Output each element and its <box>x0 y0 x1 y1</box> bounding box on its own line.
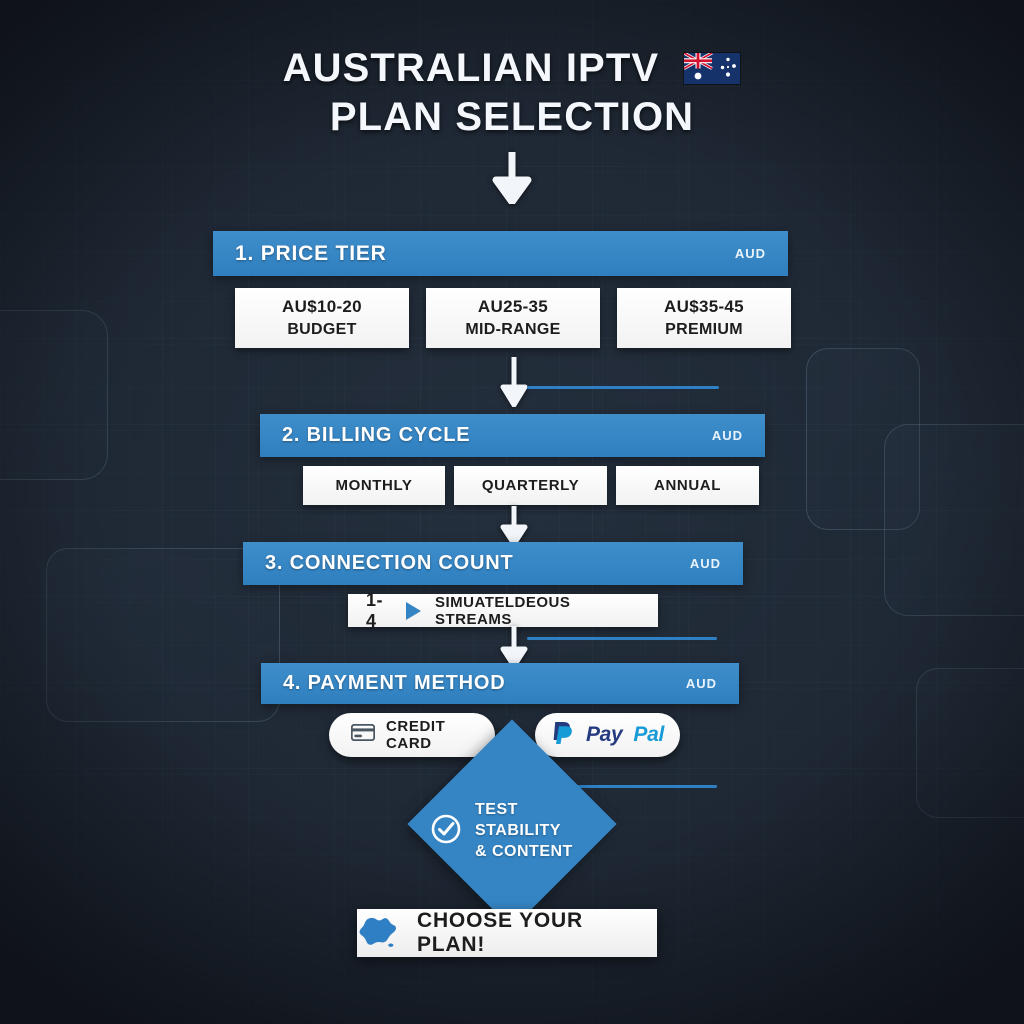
flow-arrow-step1-step2 <box>500 357 528 407</box>
option-label-budget: BUDGET <box>287 320 357 338</box>
flow-arrow-step2-step3 <box>500 506 528 546</box>
step-title-1: 1. PRICE TIER <box>235 241 387 265</box>
accent-line-2 <box>527 637 717 640</box>
australia-map-icon <box>357 914 399 953</box>
credit-card-icon <box>350 723 376 746</box>
option-card-annual[interactable]: ANNUAL <box>616 466 759 505</box>
paypal-icon <box>551 720 575 751</box>
streams-label: SIMUATELDEOUS STREAMS <box>435 593 571 628</box>
option-price-mid-range: AU25-35 <box>477 296 549 316</box>
title-line-1: AUSTRALIAN IPTV <box>0 44 1024 93</box>
flow-arrow-title <box>492 152 532 204</box>
streams-count: 1-4 <box>366 589 384 631</box>
step-currency-3: AUD <box>689 556 721 571</box>
option-label-annual: ANNUAL <box>654 477 721 494</box>
payment-label-credit-card: CREDIT CARD <box>386 718 446 752</box>
option-price-premium: AU$35-45 <box>664 296 744 316</box>
choose-plan-label: CHOOSE YOUR PLAN! <box>417 909 583 956</box>
step-title-2: 2. BILLING CYCLE <box>282 424 471 446</box>
flow-arrow-step3-step4 <box>500 626 528 668</box>
accent-line-1 <box>527 386 719 389</box>
option-card-premium[interactable]: AU$35-45 PREMIUM <box>617 288 791 348</box>
step-header-price-tier[interactable]: 1. PRICE TIER AUD <box>213 231 788 276</box>
option-card-monthly[interactable]: MONTHLY <box>303 466 445 505</box>
option-price-budget: AU$10-20 <box>282 296 362 316</box>
payment-option-credit-card[interactable]: CREDIT CARD <box>329 713 495 757</box>
title-text-1: AUSTRALIAN IPTV <box>282 46 660 90</box>
option-row-price-tier: AU$10-20 BUDGET AU25-35 MID-RANGE AU$35-… <box>235 288 791 348</box>
step-title-3: 3. CONNECTION COUNT <box>265 552 514 574</box>
step-header-payment-method[interactable]: 4. PAYMENT METHOD AUD <box>261 663 739 704</box>
paypal-brand-part1: Pay <box>585 723 623 746</box>
option-row-billing-cycle: MONTHLY QUARTERLY ANNUAL <box>303 466 759 505</box>
play-triangle-icon <box>406 601 421 620</box>
step-currency-4: AUD <box>685 676 717 691</box>
payment-option-paypal[interactable]: Pay Pal <box>535 713 680 757</box>
paypal-brand-part2: Pal <box>633 723 665 746</box>
accent-line-3 <box>527 785 717 788</box>
title-line-2: PLAN SELECTION <box>329 94 695 139</box>
option-card-mid-range[interactable]: AU25-35 MID-RANGE <box>426 288 600 348</box>
step-header-billing-cycle[interactable]: 2. BILLING CYCLE AUD <box>260 414 765 457</box>
streams-info-strip[interactable]: 1-4 SIMUATELDEOUS STREAMS <box>348 590 658 631</box>
option-label-quarterly: QUARTERLY <box>481 477 580 494</box>
step-currency-2: AUD <box>711 428 743 443</box>
option-card-budget[interactable]: AU$10-20 BUDGET <box>235 288 409 348</box>
step-currency-1: AUD <box>734 246 766 261</box>
option-label-mid-range: MID-RANGE <box>465 320 561 338</box>
choose-plan-button[interactable]: CHOOSE YOUR PLAN! <box>357 909 657 957</box>
option-label-premium: PREMIUM <box>665 320 743 338</box>
option-label-monthly: MONTHLY <box>335 477 413 494</box>
step-header-connection-count[interactable]: 3. CONNECTION COUNT AUD <box>243 542 743 585</box>
step-title-4: 4. PAYMENT METHOD <box>283 672 506 694</box>
title-block: AUSTRALIAN IPTV <box>0 44 1024 142</box>
option-card-quarterly[interactable]: QUARTERLY <box>454 466 607 505</box>
australian-flag-icon <box>683 51 742 85</box>
